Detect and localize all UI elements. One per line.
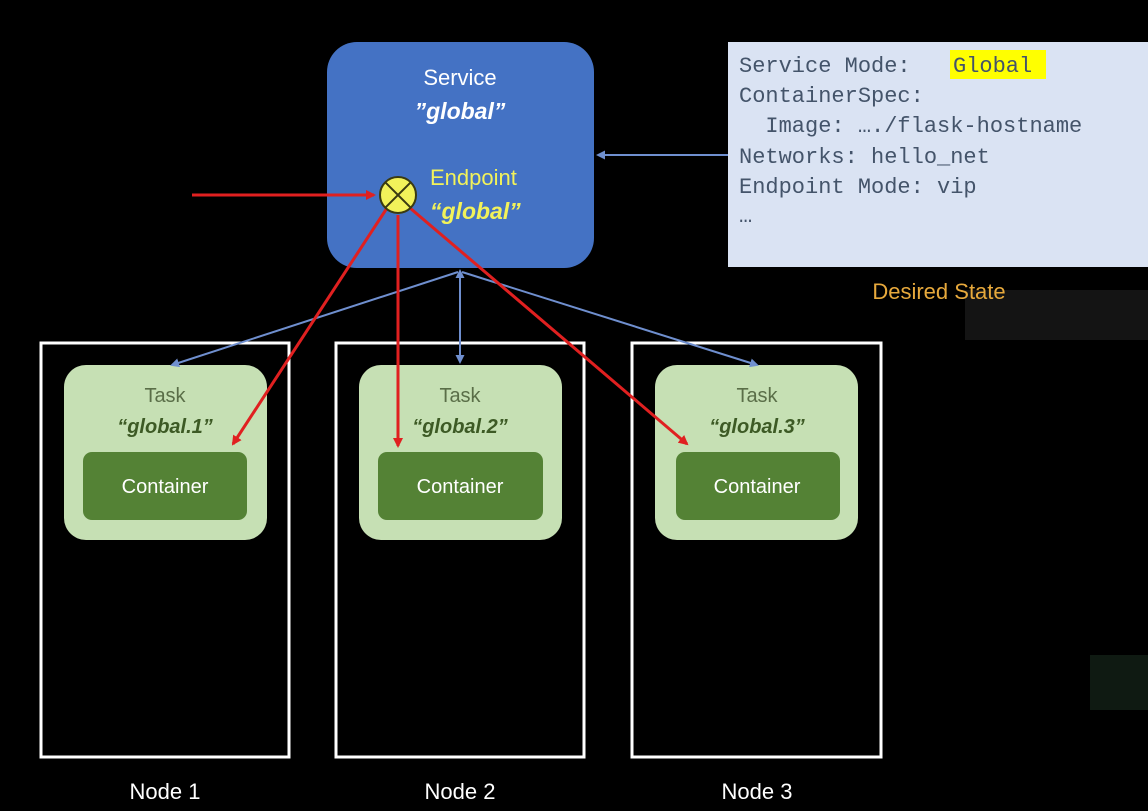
desired-state-box	[728, 42, 1148, 267]
container-1-label: Container	[122, 476, 209, 498]
node-3-frame	[630, 341, 883, 759]
node-2: Task “global.2” Container	[334, 341, 586, 759]
background-decoration	[1090, 655, 1148, 710]
node-1-frame	[39, 341, 291, 759]
task-1-name: “global.1”	[117, 416, 213, 438]
service-title: Service	[423, 65, 496, 90]
state-line-containerspec: ContainerSpec:	[739, 84, 924, 109]
state-line-endpoint-mode: Endpoint Mode: vip	[739, 175, 977, 200]
state-line-service-mode-key: Service Mode:	[739, 54, 924, 79]
endpoint-title: Endpoint	[430, 165, 517, 190]
service-name: ”global”	[415, 98, 506, 124]
global-highlight	[950, 50, 1046, 79]
task-2-name: “global.2”	[412, 416, 508, 438]
container-3-box	[676, 452, 840, 520]
node-3: Task “global.3” Container	[630, 341, 883, 759]
container-3-label: Container	[714, 476, 801, 498]
desired-state-panel: Service Mode: Global ContainerSpec: Imag…	[728, 42, 1148, 267]
node-1: Task “global.1” Container	[39, 341, 291, 759]
container-2-label: Container	[417, 476, 504, 498]
task-3-title: Task	[736, 385, 778, 407]
state-line-service-mode-value: Global	[953, 54, 1032, 79]
node-1-label: Node 1	[130, 779, 201, 804]
task-3-name: “global.3”	[709, 416, 805, 438]
endpoint-icon	[379, 176, 417, 214]
endpoint-to-container-3-arrow	[409, 206, 689, 446]
container-1-box	[83, 452, 247, 520]
state-line-networks: Networks: hello_net	[739, 145, 990, 170]
service-to-task-3-arrow	[461, 271, 759, 368]
endpoint-name: “global”	[430, 198, 521, 224]
state-line-ellipsis: …	[739, 204, 752, 229]
node-2-label: Node 2	[425, 779, 496, 804]
task-2-title: Task	[439, 385, 481, 407]
endpoint-to-container-1-arrow	[231, 207, 389, 446]
desired-state-label: Desired State	[872, 279, 1005, 304]
node-3-label: Node 3	[722, 779, 793, 804]
state-line-image: Image: …./flask-hostname	[739, 114, 1082, 139]
container-2-box	[378, 452, 543, 520]
task-1-title: Task	[144, 385, 186, 407]
service-box: Service ”global” Endpoint “global”	[327, 42, 594, 268]
background-decoration	[965, 290, 1148, 340]
